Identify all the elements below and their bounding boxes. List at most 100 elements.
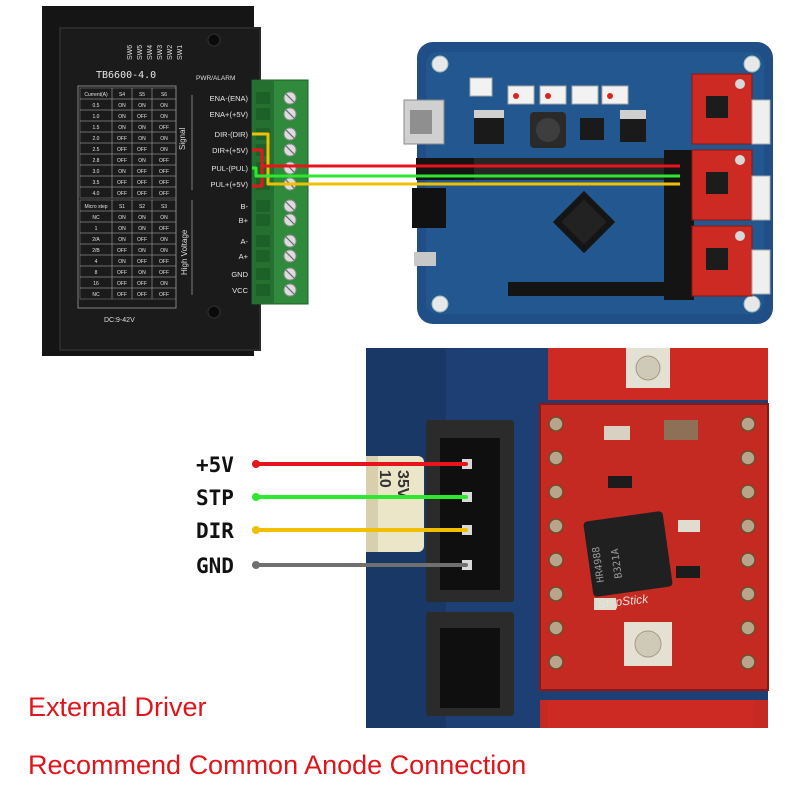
regulator-tab xyxy=(620,110,646,119)
table-cell: ON xyxy=(138,270,146,276)
dip-switch-label: SW3 xyxy=(157,45,164,60)
capacitor-voltage: 35V xyxy=(394,470,411,499)
closeup-photo: 35V 10 HR4988 B321A xyxy=(366,348,769,728)
terminal-label: A- xyxy=(241,237,249,246)
caption-external-driver: External Driver xyxy=(28,692,207,722)
terminal-screws xyxy=(256,91,297,297)
legend-wire-start xyxy=(252,561,260,569)
stepstick-socket xyxy=(664,150,694,300)
terminal-screw-slot xyxy=(285,251,295,261)
table-cell: ON xyxy=(160,215,168,221)
table-cell: OFF xyxy=(117,270,127,276)
pin-hole xyxy=(548,416,564,432)
table-cell: ON xyxy=(138,136,146,142)
pin-hole xyxy=(548,552,564,568)
table-cell: OFF xyxy=(117,248,127,254)
table-cell: OFF xyxy=(137,169,147,175)
regulator-tab xyxy=(474,110,504,118)
table-cell: ON xyxy=(160,248,168,254)
table-cell: OFF xyxy=(117,292,127,298)
pin-hole xyxy=(740,484,756,500)
pin-hole xyxy=(740,552,756,568)
table-cell: OFF xyxy=(117,191,127,197)
table-header-cell: S4 xyxy=(119,92,125,98)
table-cell: OFF xyxy=(137,237,147,243)
table-header-cell: Current(A) xyxy=(84,92,108,98)
terminal-label: ENA-(ENA) xyxy=(210,94,249,103)
pin-hole xyxy=(740,416,756,432)
table-cell: 1.0 xyxy=(93,114,100,120)
table-cell: 8 xyxy=(95,270,98,276)
table-cell: ON xyxy=(118,215,126,221)
dip-switch-label: SW2 xyxy=(167,45,174,60)
dip-switch-label: SW5 xyxy=(137,45,144,60)
stepstick-module xyxy=(691,149,753,221)
table-cell: OFF xyxy=(159,226,169,232)
table-cell: 3.5 xyxy=(93,180,100,186)
table-cell: ON xyxy=(138,215,146,221)
wiring-lines xyxy=(252,132,680,188)
driver-chip xyxy=(583,511,673,597)
table-cell: OFF xyxy=(137,292,147,298)
white-connector xyxy=(571,85,599,105)
motor-connector xyxy=(751,99,771,145)
terminal-slot xyxy=(256,108,270,120)
table-cell: ON xyxy=(118,226,126,232)
table-cell: NC xyxy=(92,215,100,221)
table-cell: ON xyxy=(118,259,126,265)
terminal-slot xyxy=(256,250,270,262)
driver-body xyxy=(60,28,260,350)
pin-hole xyxy=(740,450,756,466)
table-cell: 2/A xyxy=(92,237,100,243)
potentiometer-knob xyxy=(635,355,661,381)
red-pin xyxy=(607,93,613,99)
table-cell: 2/B xyxy=(92,248,100,254)
capacitor-value: 10 xyxy=(376,470,393,488)
pin-hole xyxy=(548,654,564,670)
terminal-label: GND xyxy=(231,270,248,279)
stepstick-lower xyxy=(548,700,754,728)
legend-wire-start xyxy=(252,460,260,468)
white-connector xyxy=(507,85,535,105)
pin-header-bottom xyxy=(508,282,668,296)
microcontroller xyxy=(552,190,616,254)
terminal-label: A+ xyxy=(239,252,249,261)
pin-hole xyxy=(548,484,564,500)
mini-usb xyxy=(414,252,436,266)
table-cell: ON xyxy=(160,103,168,109)
pin-hole xyxy=(740,586,756,602)
terminal-label: DIR-(DIR) xyxy=(215,130,249,139)
table-cell: ON xyxy=(138,103,146,109)
table-header-cell: S3 xyxy=(161,204,167,210)
table-cell: OFF xyxy=(159,125,169,131)
legend-wire-start xyxy=(252,493,260,501)
table-cell: OFF xyxy=(137,281,147,287)
terminal-screw-slot xyxy=(285,109,295,119)
table-cell: 4 xyxy=(95,259,98,265)
red-pin xyxy=(513,93,519,99)
wire xyxy=(252,148,264,188)
terminal-label: VCC xyxy=(232,286,248,295)
table-cell: ON xyxy=(138,226,146,232)
table-cell: OFF xyxy=(159,158,169,164)
table-cell: ON xyxy=(138,248,146,254)
smd-component xyxy=(594,598,616,610)
white-connector xyxy=(539,85,567,105)
terminal-slot xyxy=(256,268,270,280)
regulator xyxy=(620,118,646,142)
table-cell: OFF xyxy=(117,158,127,164)
table-cell: ON xyxy=(160,114,168,120)
table-cell: OFF xyxy=(137,259,147,265)
board-mount-hole xyxy=(431,55,449,73)
signal-group-label: Signal xyxy=(178,128,187,150)
smd-component xyxy=(604,426,630,440)
pin-hole xyxy=(548,450,564,466)
table-cell: ON xyxy=(118,237,126,243)
potentiometer-knob xyxy=(634,630,662,658)
terminal-slot xyxy=(256,214,270,226)
pin-label: +5V xyxy=(196,453,234,477)
table-cell: OFF xyxy=(159,191,169,197)
